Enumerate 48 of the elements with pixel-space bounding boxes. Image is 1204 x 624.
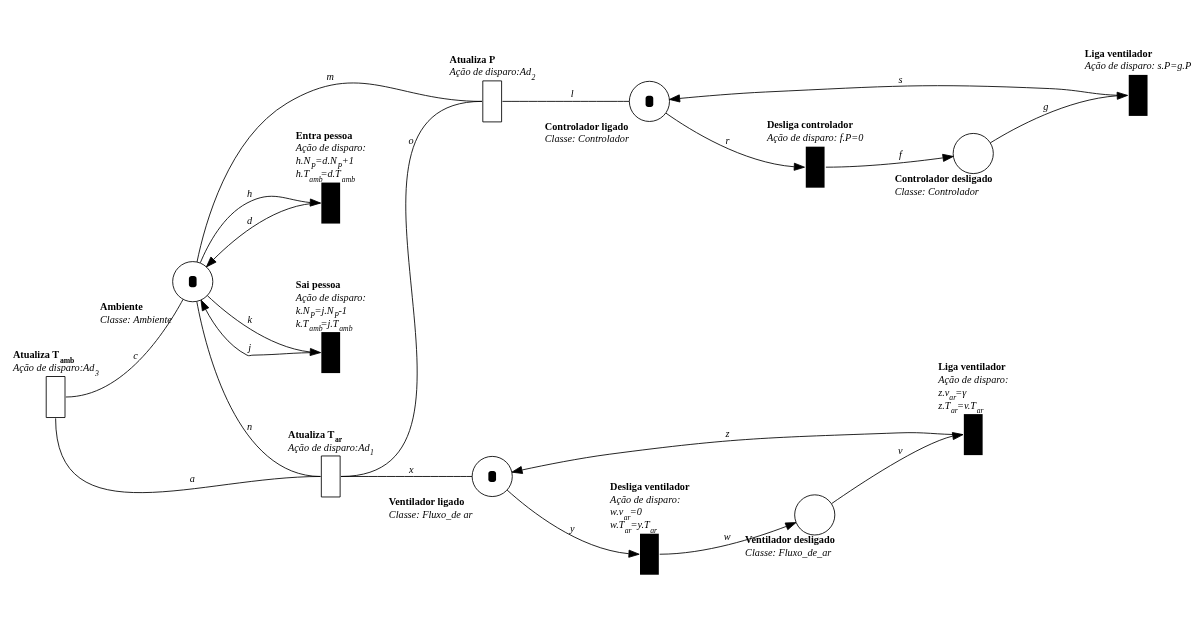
- node-label: w.v$_{ar}$=0: [610, 506, 642, 522]
- edge-label: k: [247, 314, 252, 326]
- edge-label: v: [898, 444, 903, 456]
- edge-label: g: [1043, 100, 1049, 112]
- node-label: Ação de disparo: f.P=0: [766, 132, 864, 144]
- node-label: Ação de disparo:: [938, 374, 1009, 385]
- node-label: Liga ventilador: [938, 361, 1006, 373]
- node-label: Classe: Fluxo_de ar: [388, 508, 473, 520]
- edge-label: x: [408, 463, 414, 475]
- node-label: Ação de disparo:Ad$_{3}$: [12, 362, 99, 378]
- node-label: Classe: Controlador: [544, 133, 629, 145]
- edge-label: s: [898, 74, 903, 86]
- edge-label: d: [247, 215, 253, 227]
- node-label: Classe: Fluxo_de_ar: [745, 547, 832, 559]
- node-label: Controlador desligado: [894, 172, 993, 184]
- node-label: Ação de disparo: s.P=g.P: [1084, 60, 1192, 72]
- node-label: Entra pessoa: [295, 129, 353, 141]
- edge-label: o: [408, 134, 414, 146]
- node-label: Liga ventilador: [1084, 47, 1153, 59]
- node-label: h.N$_{P}$=d.N$_{P}$+1: [295, 155, 354, 171]
- node-label: Ação de disparo:: [610, 493, 681, 505]
- node-label: Atualiza T$_{amb}$: [12, 349, 75, 365]
- edge-label: y: [569, 522, 575, 534]
- node-label: Desliga ventilador: [610, 480, 690, 492]
- node-label: Classe: Controlador: [894, 185, 979, 197]
- edge-label: w: [723, 531, 731, 543]
- node-label: Desliga controlador: [766, 119, 853, 131]
- node-label: Ventilador ligado: [388, 495, 465, 507]
- node-label: Ambiente: [100, 300, 143, 312]
- edge-label: f: [898, 149, 902, 161]
- node-label: h.T$_{amb}$=d.T$_{amb}$: [295, 168, 356, 184]
- node-label: Classe: Ambiente: [100, 313, 172, 325]
- node-label: Ação de disparo:Ad$_{2}$: [449, 66, 536, 82]
- edge-label: h: [247, 187, 253, 199]
- node-label: Sai pessoa: [295, 279, 341, 291]
- edge-label: j: [248, 342, 252, 354]
- node-label: Ação de disparo:: [295, 142, 366, 154]
- node-label: Controlador ligado: [544, 120, 629, 132]
- edge-label: c: [133, 350, 138, 362]
- node-label: Atualiza P: [449, 53, 496, 65]
- edge-label: n: [247, 420, 253, 432]
- edge-label: z: [725, 427, 730, 439]
- edge-label: r: [725, 134, 730, 146]
- edge-label: m: [326, 70, 334, 82]
- edge-label: a: [189, 473, 195, 485]
- node-label: Ventilador desligado: [745, 534, 835, 546]
- edge-label: l: [570, 87, 574, 99]
- node-label: Ação de disparo:: [295, 291, 366, 303]
